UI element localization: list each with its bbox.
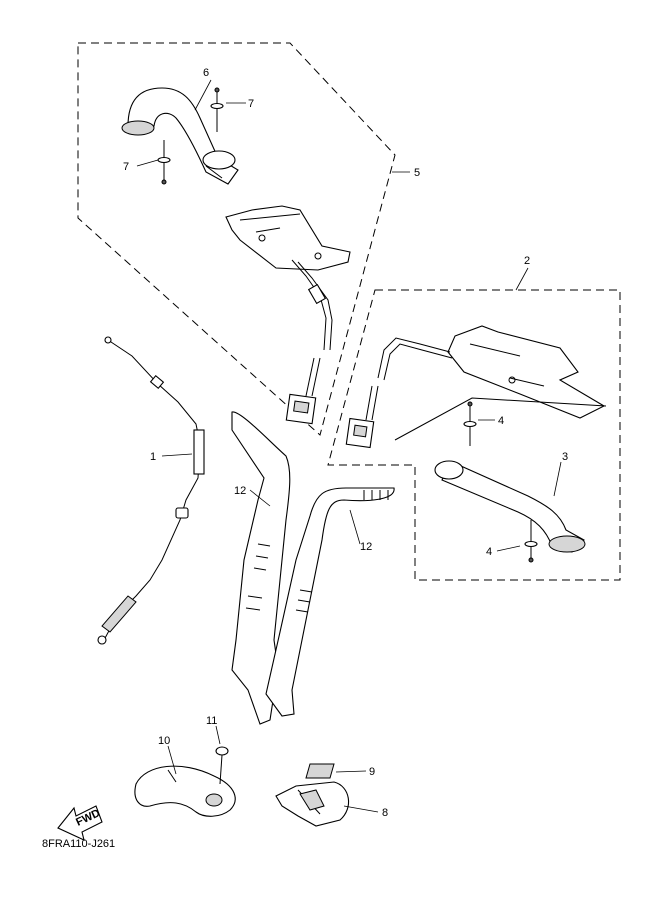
pad bbox=[305, 763, 335, 779]
callout-10: 10 bbox=[158, 735, 170, 747]
sensor-plate-lower bbox=[345, 325, 607, 449]
grip-handle bbox=[134, 765, 236, 817]
leader-lines bbox=[136, 79, 562, 813]
diagram-code: 8FRA110-J261 bbox=[42, 838, 116, 850]
callout-7: 7 bbox=[123, 161, 129, 173]
callout-2: 2 bbox=[524, 255, 530, 267]
callout-12: 12 bbox=[234, 485, 246, 497]
callout-6: 6 bbox=[203, 67, 209, 79]
callout-7: 7 bbox=[248, 98, 254, 110]
drain-hose-left bbox=[231, 411, 291, 725]
group-5-boundary bbox=[77, 42, 396, 436]
callout-4: 4 bbox=[486, 546, 492, 558]
bracket bbox=[275, 781, 350, 827]
rivet-icon bbox=[524, 520, 538, 563]
throttle-cable bbox=[97, 336, 205, 645]
callout-11: 11 bbox=[206, 715, 217, 727]
callout-3: 3 bbox=[562, 451, 568, 463]
callout-12: 12 bbox=[360, 541, 372, 553]
intake-duct-upper bbox=[121, 87, 239, 185]
callout-9: 9 bbox=[369, 766, 375, 778]
fwd-arrow-icon: FWD bbox=[57, 805, 103, 841]
group-2-boundary bbox=[327, 289, 621, 581]
screw-icon bbox=[215, 746, 229, 785]
rivet-icon bbox=[210, 87, 224, 132]
callout-8: 8 bbox=[382, 807, 388, 819]
drain-hose-right bbox=[265, 487, 395, 717]
rivet-icon bbox=[463, 401, 477, 446]
callouts: 6 7 7 5 2 4 3 4 1 12 12 11 10 9 8 bbox=[123, 67, 568, 819]
sensor-plate-upper bbox=[225, 205, 351, 425]
callout-1: 1 bbox=[150, 451, 156, 463]
intake-duct-lower bbox=[434, 460, 586, 553]
rivet-icon bbox=[157, 140, 171, 185]
callout-5: 5 bbox=[414, 167, 420, 179]
callout-4: 4 bbox=[498, 415, 504, 427]
